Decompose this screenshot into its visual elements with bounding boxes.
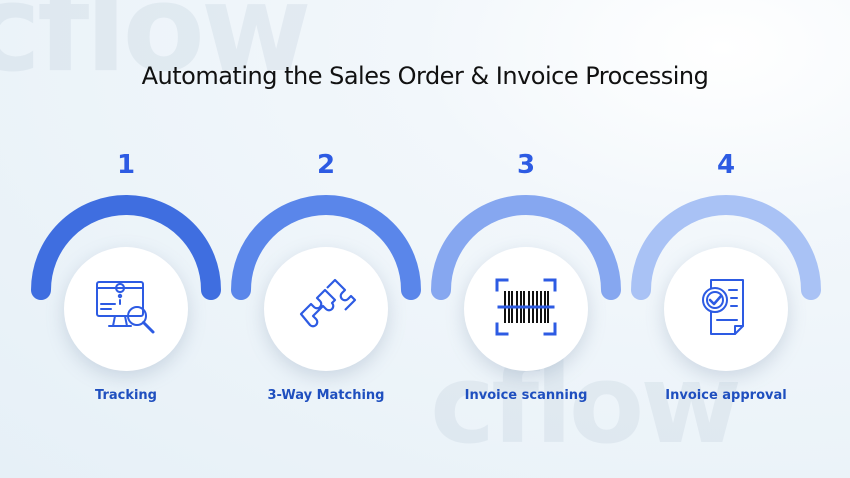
step-label: 3-Way Matching — [267, 388, 385, 403]
step-arc — [31, 195, 221, 300]
step-2: 2 3-Way Matching — [226, 150, 426, 410]
step-number: 3 — [516, 150, 536, 180]
step-arc — [231, 195, 421, 300]
step-number: 2 — [316, 150, 336, 180]
step-icon-circle — [64, 247, 188, 371]
step-label: Tracking — [95, 388, 157, 403]
step-label: Invoice approval — [665, 388, 787, 403]
step-arc — [431, 195, 621, 300]
step-icon-circle — [264, 247, 388, 371]
watermark-top: cflow — [0, 0, 312, 99]
step-icon-circle — [464, 247, 588, 371]
step-3: 3 Invoice scanning — [426, 150, 626, 410]
step-label: Invoice scanning — [464, 388, 588, 403]
step-number: 4 — [716, 150, 736, 180]
page-title: Automating the Sales Order & Invoice Pro… — [141, 62, 709, 90]
step-4: 4 Invoice approval — [626, 150, 826, 410]
step-arc — [631, 195, 821, 300]
step-number: 1 — [116, 150, 136, 180]
step-icon-circle — [664, 247, 788, 371]
step-1: 1 Tracking — [26, 150, 226, 410]
barcode-scan-icon — [493, 274, 559, 345]
puzzle-pieces-icon — [293, 274, 359, 345]
monitor-location-magnifier-icon — [93, 274, 159, 345]
watermark-bottom: cflow — [430, 340, 742, 468]
document-checkmark-icon — [693, 274, 759, 345]
